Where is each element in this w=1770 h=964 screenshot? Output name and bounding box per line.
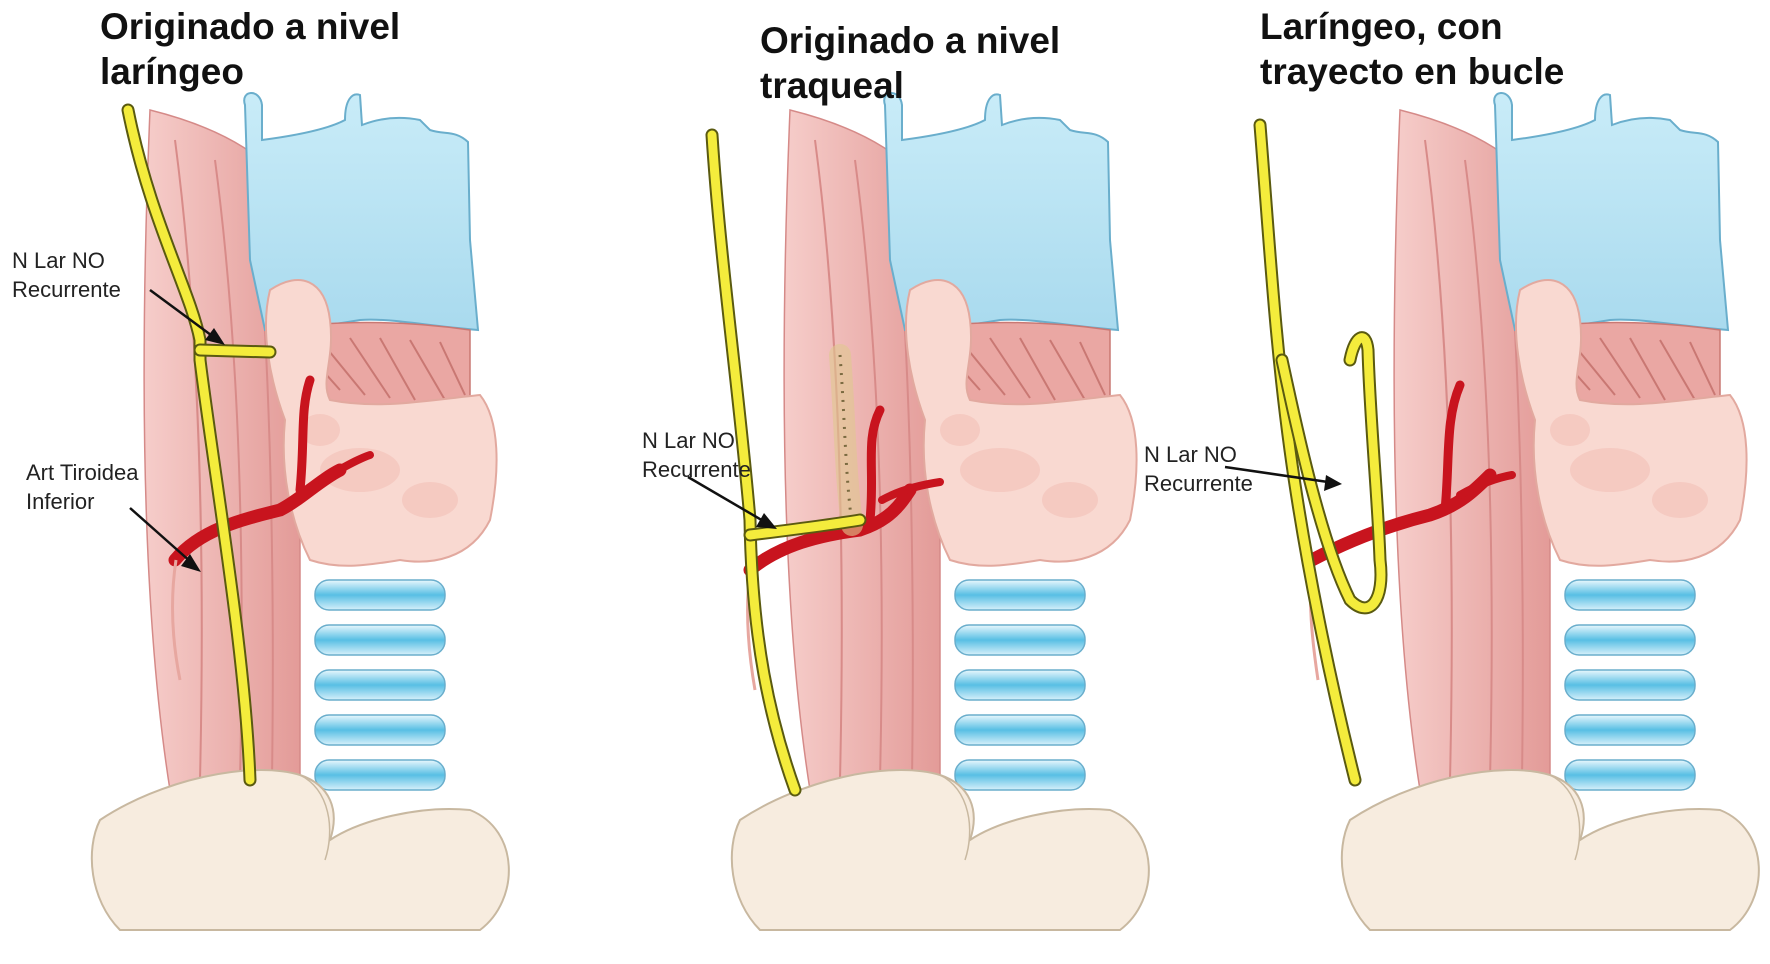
- anatomy-illustration: [1220, 0, 1770, 964]
- panel-laryngeal-origin: Originado a nivel laríngeo N Lar NO Recu…: [0, 0, 600, 964]
- label-nerve: N Lar NO Recurrente: [642, 426, 751, 484]
- panel-title: Originado a nivel traqueal: [760, 18, 1060, 108]
- label-artery: Art Tiroidea Inferior: [26, 458, 139, 516]
- panel-loop-course: Laríngeo, con trayecto en bucle N Lar NO…: [1220, 0, 1770, 964]
- panel-title: Laríngeo, con trayecto en bucle: [1260, 4, 1564, 94]
- panel-title: Originado a nivel laríngeo: [100, 4, 400, 94]
- label-nerve: N Lar NO Recurrente: [1144, 440, 1253, 498]
- label-nerve: N Lar NO Recurrente: [12, 246, 121, 304]
- panel-tracheal-origin: Originado a nivel traqueal N Lar NO Recu…: [620, 0, 1180, 964]
